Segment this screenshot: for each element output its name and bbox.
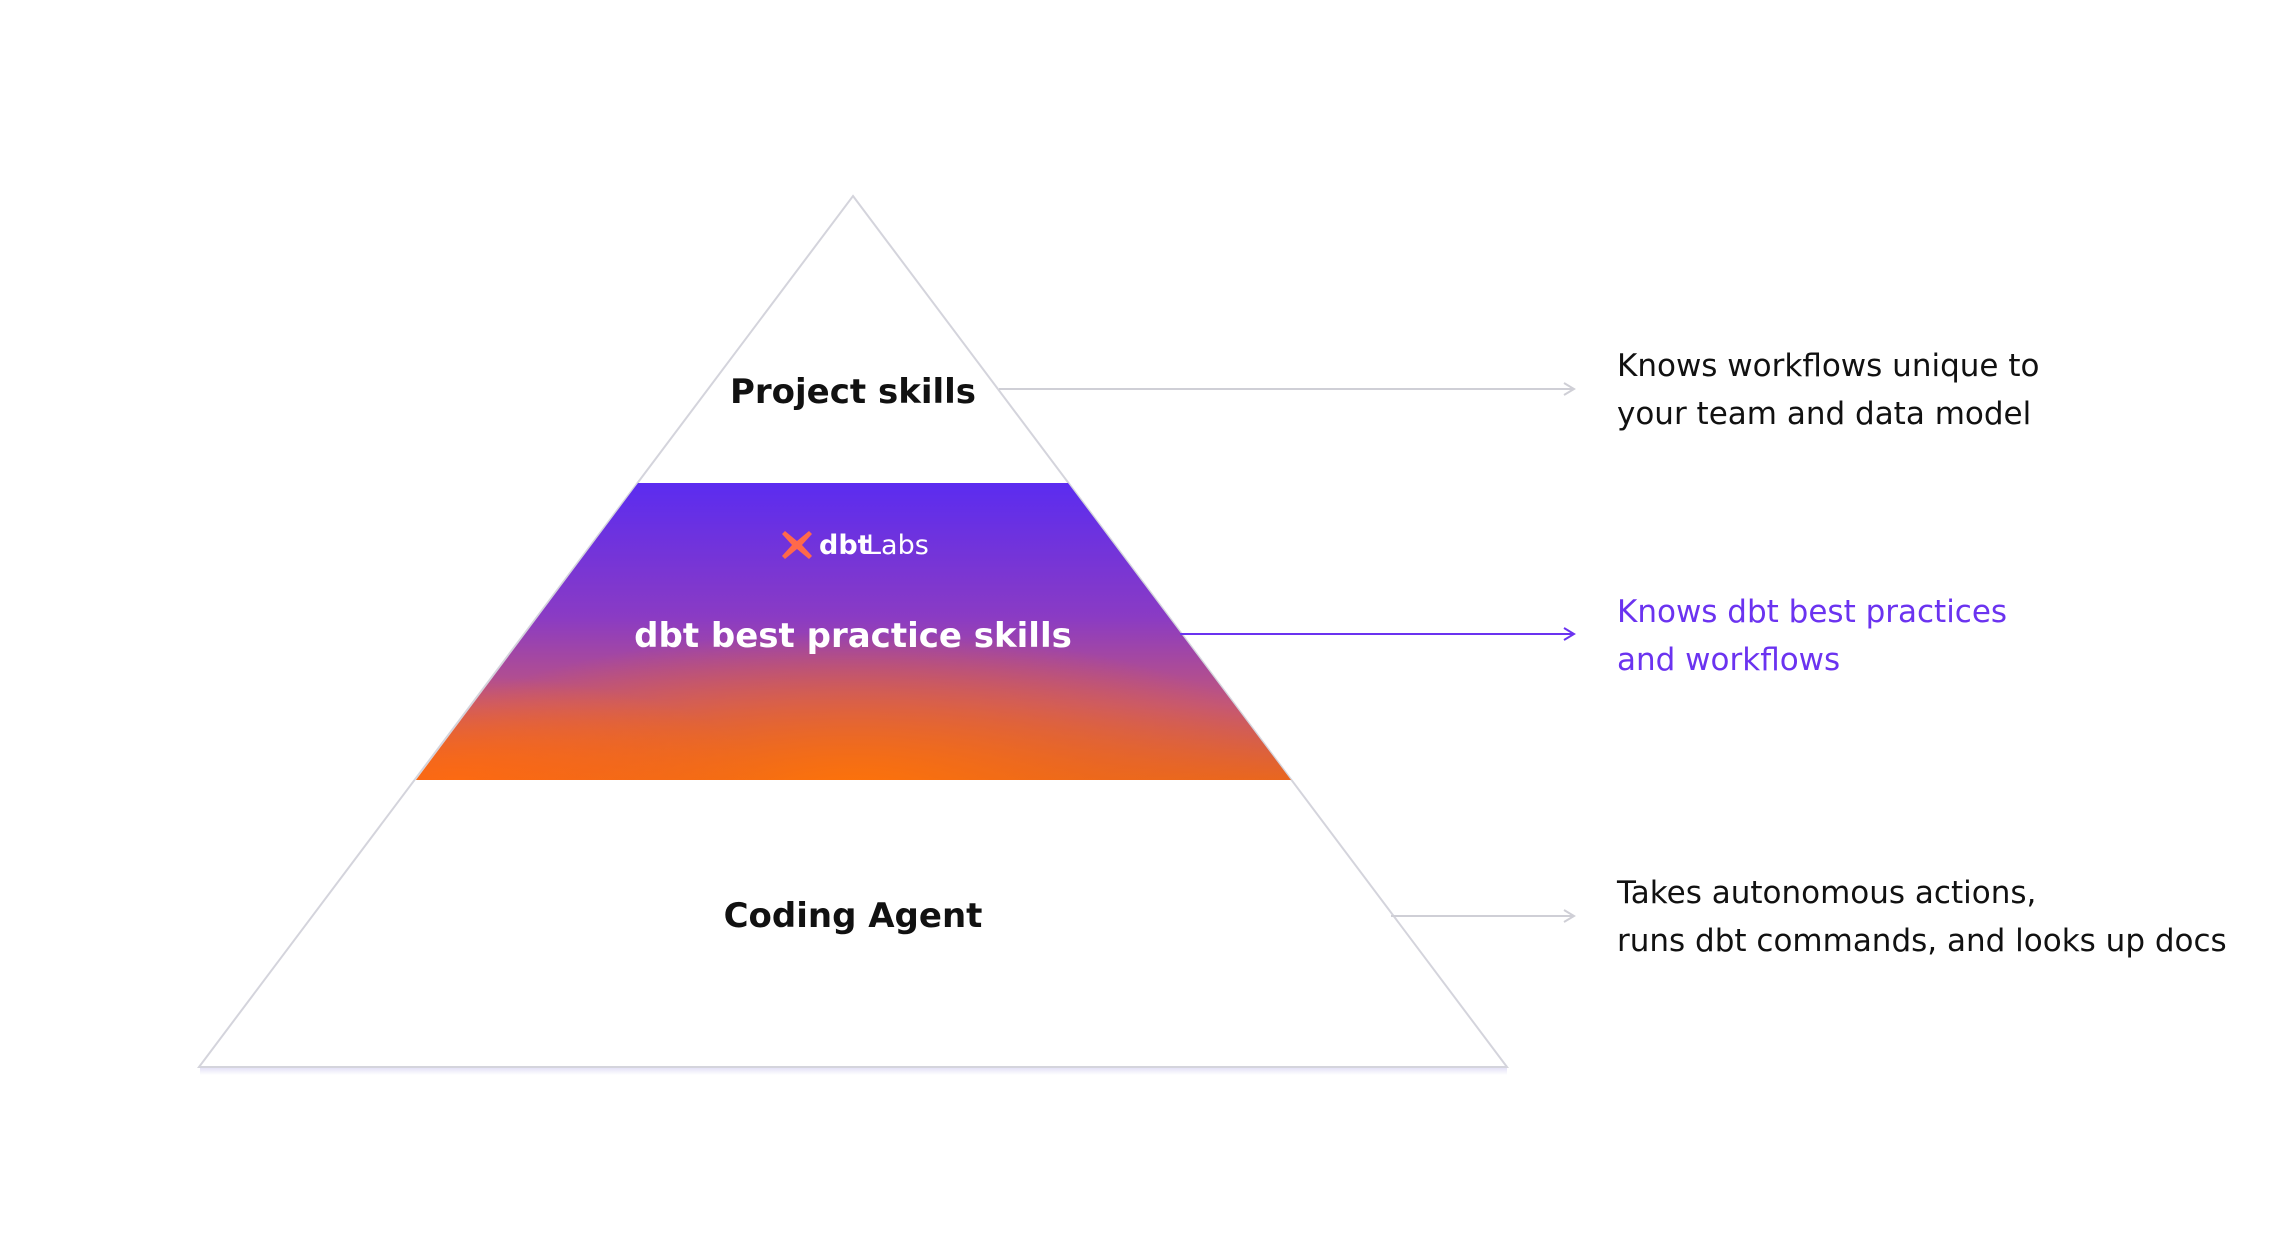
- dbt-logo-suffix: Labs: [866, 530, 929, 561]
- tier-label-project-skills: Project skills: [730, 372, 976, 412]
- pyramid-base-shadow: [200, 1065, 1507, 1075]
- description-project-skills-line-2: your team and data model: [1617, 396, 2031, 432]
- pyramid-middle-band-left-glow: [416, 483, 1291, 780]
- description-project-skills-line-1: Knows workflows unique to: [1617, 348, 2039, 384]
- dbt-logo-icon: [782, 531, 812, 559]
- description-project-skills: Knows workflows unique to your team and …: [1617, 348, 2049, 432]
- description-dbt-best-practice: Knows dbt best practices and workflows: [1617, 594, 2017, 678]
- description-coding-agent: Takes autonomous actions, runs dbt comma…: [1616, 875, 2227, 959]
- dbt-logo-brand: dbt: [819, 530, 871, 561]
- description-coding-agent-line-2: runs dbt commands, and looks up docs: [1617, 923, 2227, 959]
- description-dbt-best-practice-line-1: Knows dbt best practices: [1617, 594, 2007, 630]
- tier-label-dbt-best-practice-skills: dbt best practice skills: [634, 616, 1072, 656]
- description-dbt-best-practice-line-2: and workflows: [1617, 642, 1840, 678]
- dbt-labs-logo: dbt Labs: [782, 530, 929, 561]
- description-coding-agent-line-1: Takes autonomous actions,: [1616, 875, 2036, 911]
- tier-label-coding-agent: Coding Agent: [724, 896, 983, 936]
